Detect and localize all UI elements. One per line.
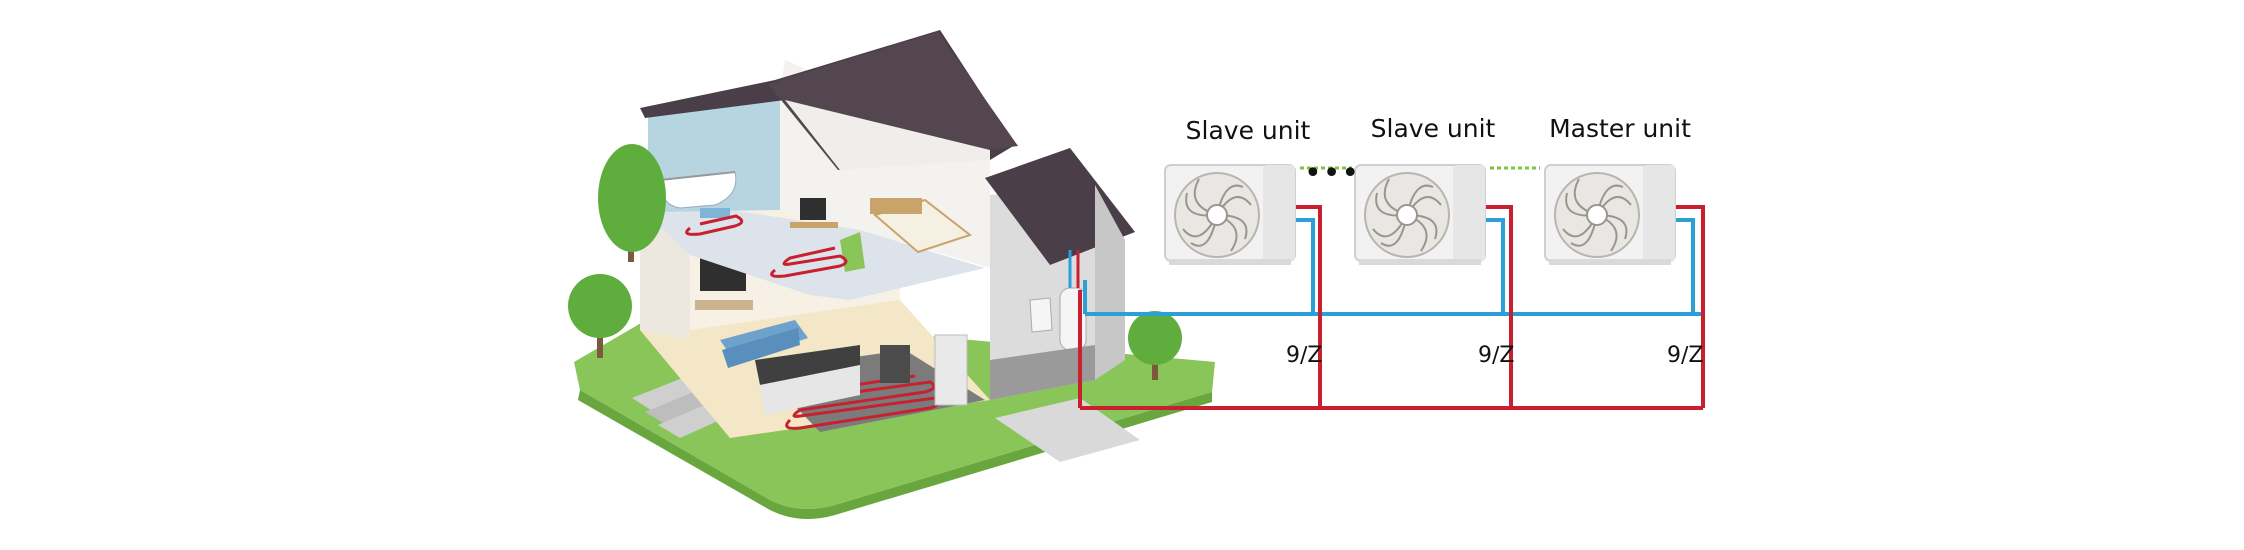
stove-icon [880, 345, 910, 383]
piping [1078, 166, 1705, 410]
supply-riser-3 [1673, 218, 1695, 314]
utility-floor [990, 345, 1095, 400]
tree-front-icon [568, 274, 632, 358]
gable-wall [785, 100, 990, 170]
monitor-icon [800, 198, 826, 220]
return-riser-3 [1673, 205, 1705, 408]
slave-unit-1-label: Slave unit [1185, 116, 1311, 145]
underfloor-heating-bedroom [770, 246, 848, 278]
house-illustration [568, 30, 1215, 519]
fridge-icon [934, 334, 968, 406]
return-riser-1 [1293, 205, 1322, 408]
slave-unit-2-label: Slave unit [1370, 114, 1496, 143]
master-unit-icon [1544, 164, 1676, 266]
return-riser-2 [1482, 205, 1513, 408]
valve-label-1: 9∕Z [1286, 343, 1323, 368]
water-tank-icon [1059, 287, 1087, 351]
kitchen-counter-icon [755, 345, 860, 385]
tree-right-icon [1128, 311, 1182, 380]
slave-unit-1-icon [1164, 164, 1296, 266]
supply-riser-1 [1293, 218, 1315, 314]
master-unit-label: Master unit [1549, 114, 1691, 143]
valve-label-3: 9∕Z [1667, 343, 1704, 368]
slave-unit-2-icon [1354, 164, 1486, 266]
toilet-icon [1029, 297, 1053, 333]
tree-left-icon [598, 144, 666, 262]
lawn-edge [578, 390, 1212, 519]
sidewalk [995, 398, 1140, 462]
more-units-ellipsis: ••• [1304, 156, 1361, 191]
underfloor-heating-bathroom [685, 214, 744, 236]
supply-riser-2 [1482, 218, 1505, 314]
headboard [870, 198, 922, 214]
valve-label-2: 9∕Z [1478, 343, 1515, 368]
utility-side-wall [1095, 185, 1125, 380]
tv-stand [695, 300, 753, 310]
bath-mat [700, 208, 730, 218]
